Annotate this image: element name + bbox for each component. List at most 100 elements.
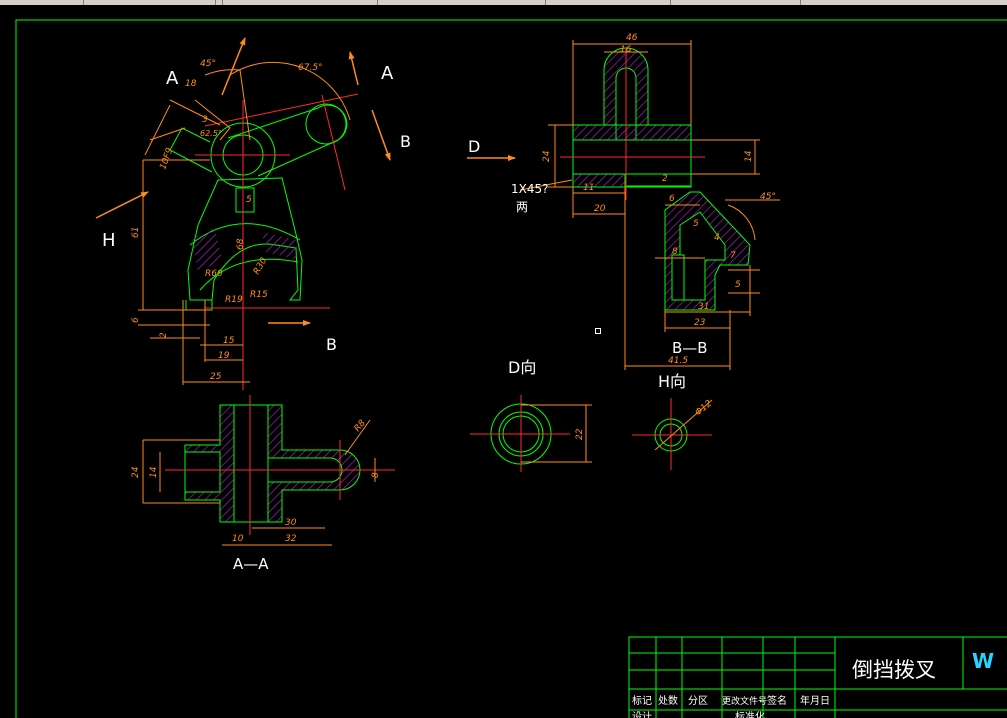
- aa-dim-24: 24: [131, 466, 141, 478]
- top-bar-divider: [215, 0, 216, 5]
- bb-dim-2: 2: [662, 174, 668, 184]
- main-arm: [227, 104, 348, 177]
- d-dim-22: 22: [575, 428, 585, 440]
- aa-dim-8: 8: [371, 472, 381, 478]
- bb-dim-5b: 5: [735, 280, 741, 290]
- dim-line: [344, 419, 371, 456]
- section-a-a: 24 14 10 32 30 8 R8 A—A: [131, 395, 395, 573]
- label-a-left: A: [166, 68, 179, 89]
- view-h: Φ12 H向: [632, 372, 714, 470]
- arrow-a-right: [348, 51, 359, 86]
- dim-line: [169, 99, 221, 126]
- dim-18: 18: [185, 79, 197, 89]
- label-h: H: [102, 230, 116, 251]
- dim-r60: R60: [205, 269, 223, 279]
- title-block: [628, 636, 1007, 718]
- fork-slot: [235, 187, 255, 213]
- tb-header: 更改文件号: [722, 695, 767, 707]
- aa-dim-14: 14: [149, 466, 159, 478]
- section-aa-title: A—A: [233, 555, 269, 573]
- crosshair-cursor-icon: [595, 328, 601, 334]
- section-bb-title: B—B: [672, 339, 708, 357]
- bb-dim-41-5: 41.5: [668, 356, 688, 366]
- bb-leg-notch: [671, 254, 685, 301]
- title-block-frame: [628, 636, 1007, 718]
- view-d: 22 D向: [470, 358, 592, 472]
- dim-arc-bb45: [727, 204, 756, 241]
- aa-dim-32: 32: [285, 534, 297, 544]
- bb-hub-bottom: [624, 173, 692, 187]
- dim-68: 68: [236, 238, 246, 250]
- label-a-right: A: [381, 63, 394, 84]
- dim-arc-45: [204, 69, 241, 76]
- dim-10f9: 10F9: [158, 146, 175, 171]
- bb-dim-7: 7: [730, 251, 736, 261]
- arm-end-circle: [305, 103, 347, 145]
- dim-6: 6: [131, 317, 141, 323]
- fork-hatch-left: [192, 228, 222, 272]
- bb-dim-8: 8: [672, 247, 678, 257]
- center-line: [204, 93, 359, 127]
- dim-r15: R15: [250, 290, 268, 300]
- arrow-h: [95, 191, 149, 219]
- dim-3: 3: [202, 115, 208, 125]
- aa-dim-10: 10: [232, 534, 244, 544]
- tb-header: 分区: [688, 695, 708, 707]
- bb-dim-11: 11: [583, 183, 594, 193]
- tb-header: 标记: [632, 695, 652, 707]
- dim-67-5: 67.5°: [298, 63, 323, 73]
- left-arm: [169, 127, 213, 173]
- dim-61: 61: [131, 227, 141, 238]
- top-bar-divider: [670, 0, 671, 5]
- label-d: D: [468, 137, 480, 156]
- dim-2: 2: [159, 332, 169, 338]
- fork-body: [187, 177, 303, 301]
- logo-icon: W: [972, 649, 994, 673]
- dim-25: 25: [210, 372, 222, 382]
- bb-dim-14: 14: [744, 150, 754, 162]
- dim-5: 5: [246, 195, 252, 205]
- top-bar-divider: [800, 0, 801, 5]
- top-bar-divider: [545, 0, 546, 5]
- label-b-bottom: B: [326, 335, 337, 354]
- tb-header: 处数: [658, 694, 678, 707]
- view-d-title: D向: [508, 358, 536, 377]
- aa-dim-r8: R8: [353, 418, 369, 434]
- dim-62-5: 62.5°: [200, 129, 222, 138]
- bb-dim-5a: 5: [693, 219, 699, 229]
- label-chamfer: 1X45?: [511, 182, 549, 196]
- center-line: [321, 94, 346, 191]
- tb-row2: 设计: [632, 710, 652, 718]
- arrow-b-top: [371, 109, 391, 161]
- fork-hatch-right: [262, 232, 298, 260]
- top-bar-divider: [83, 0, 84, 5]
- bb-dim-23: 23: [694, 318, 706, 328]
- h-dim-phi12: Φ12: [694, 399, 715, 419]
- tb-header: 年月日: [800, 694, 830, 707]
- window-top-bar: [0, 0, 1007, 5]
- bb-dim-16: 16: [620, 45, 632, 55]
- bb-dim-20: 20: [594, 204, 606, 214]
- dim-19: 19: [218, 351, 230, 361]
- aa-bore: [233, 404, 269, 523]
- dim-line: [519, 179, 573, 191]
- dim-line: [654, 399, 713, 451]
- drawing-title: 倒挡拨叉: [852, 658, 936, 682]
- view-h-title: H向: [658, 372, 686, 391]
- tb-header: 签名: [767, 694, 787, 707]
- aa-stub: [184, 451, 221, 493]
- bb-dim-31: 31: [698, 302, 709, 312]
- dim-line: [149, 127, 186, 141]
- dim-15: 15: [223, 336, 235, 346]
- section-b-b: 46 16 24 14 11 20 2 6 5 4 8 7 5 31 23 41…: [467, 33, 780, 370]
- tb-row2: 标准化: [735, 710, 765, 718]
- label-chamfer-2: 两: [516, 200, 528, 214]
- arrow-a-left: [221, 37, 246, 96]
- dim-line: [144, 104, 171, 156]
- fork-arc-inner: [199, 258, 299, 291]
- main-view: 45° 67.5° 62.5° 18 3 10F9 5 61 R60 68 R1…: [95, 37, 411, 390]
- bb-dim-46: 46: [626, 33, 638, 43]
- aa-dim-30: 30: [285, 518, 297, 528]
